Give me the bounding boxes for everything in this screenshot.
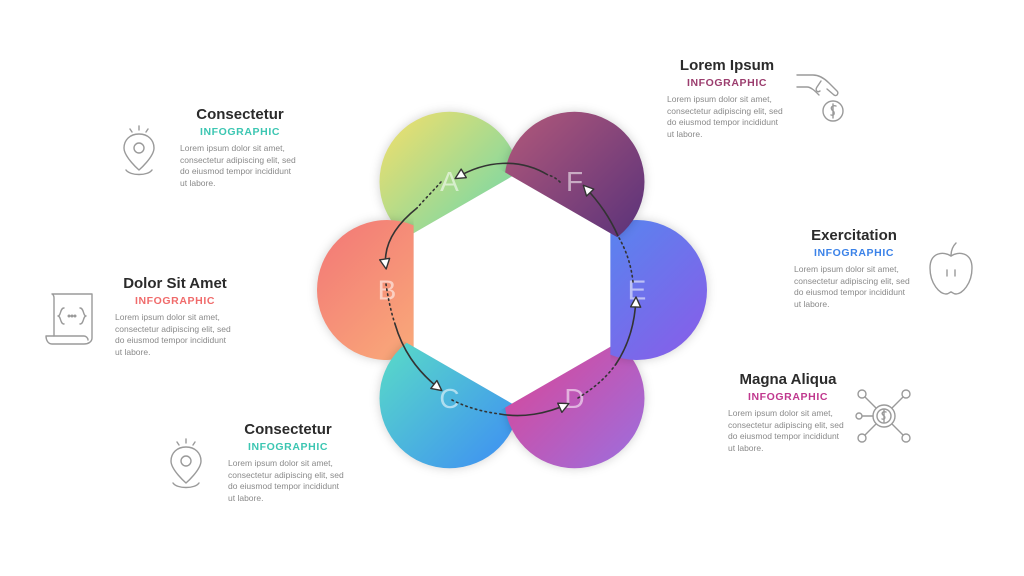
segment-f-subtitle: INFOGRAPHIC <box>686 77 768 89</box>
segment-d-subtitle: INFOGRAPHIC <box>747 391 829 403</box>
segment-a-text: Consectetur INFOGRAPHIC Lorem ipsum dolo… <box>180 106 300 189</box>
segment-e-title: Exercitation <box>811 227 897 244</box>
segment-letter: A <box>440 166 459 197</box>
segment-d-text: Magna Aliqua INFOGRAPHIC Lorem ipsum dol… <box>728 371 848 454</box>
arrow-b-to-c-dotted <box>385 283 396 325</box>
arrow-f-to-a-dotted <box>547 174 561 183</box>
segment-b-text: Dolor Sit Amet INFOGRAPHIC Lorem ipsum d… <box>115 275 235 358</box>
arrow-a-to-b <box>379 207 418 270</box>
segment-letter: E <box>628 275 647 306</box>
segment-d-title: Magna Aliqua <box>739 371 837 388</box>
segment-a-title: Consectetur <box>196 106 284 123</box>
segment-c: C <box>379 328 520 469</box>
location-pin-icon <box>170 438 202 489</box>
arrow-e-to-f <box>582 184 619 237</box>
segment-a-subtitle: INFOGRAPHIC <box>199 126 281 138</box>
segment-f-body: Lorem ipsum dolor sit amet, consectetur … <box>667 94 783 139</box>
arrow-c-to-d <box>499 402 570 417</box>
arrow-b-to-c <box>394 323 443 392</box>
segment-c-text: Consectetur INFOGRAPHIC Lorem ipsum dolo… <box>228 421 348 504</box>
segment-c-subtitle: INFOGRAPHIC <box>247 441 329 453</box>
segment-a-body: Lorem ipsum dolor sit amet, consectetur … <box>180 143 296 188</box>
segment-f-text: Lorem Ipsum INFOGRAPHIC Lorem ipsum dolo… <box>667 57 787 140</box>
segment-b-title: Dolor Sit Amet <box>123 275 227 292</box>
segment-f-title: Lorem Ipsum <box>679 57 775 74</box>
segment-e-text: Exercitation INFOGRAPHIC Lorem ipsum dol… <box>794 227 914 310</box>
segment-letter: C <box>439 383 459 414</box>
arrow-d-to-e <box>615 296 642 365</box>
segment-letter: D <box>564 383 584 414</box>
segment-letter: F <box>566 166 583 197</box>
segment-e-subtitle: INFOGRAPHIC <box>813 247 895 259</box>
segment-e-body: Lorem ipsum dolor sit amet, consectetur … <box>794 264 910 309</box>
segment-disc <box>610 220 707 360</box>
segment-c-title: Consectetur <box>244 421 332 438</box>
arrow-d-to-e-dotted <box>577 363 617 399</box>
segment-f: F <box>504 111 645 252</box>
location-pin-icon <box>123 125 155 176</box>
segment-c-body: Lorem ipsum dolor sit amet, consectetur … <box>228 458 344 503</box>
code-scroll-icon <box>45 293 93 345</box>
apple-icon <box>929 242 973 295</box>
segment-b-body: Lorem ipsum dolor sit amet, consectetur … <box>115 312 231 357</box>
segment-e: E <box>610 220 707 360</box>
segment-b-subtitle: INFOGRAPHIC <box>134 295 216 307</box>
segment-d-body: Lorem ipsum dolor sit amet, consectetur … <box>728 408 844 453</box>
money-network-icon <box>855 389 911 443</box>
hand-coin-icon <box>796 74 844 122</box>
arrow-e-to-f-dotted <box>617 235 634 283</box>
arrow-f-to-a <box>454 162 549 180</box>
arrow-c-to-d-dotted <box>451 399 501 415</box>
